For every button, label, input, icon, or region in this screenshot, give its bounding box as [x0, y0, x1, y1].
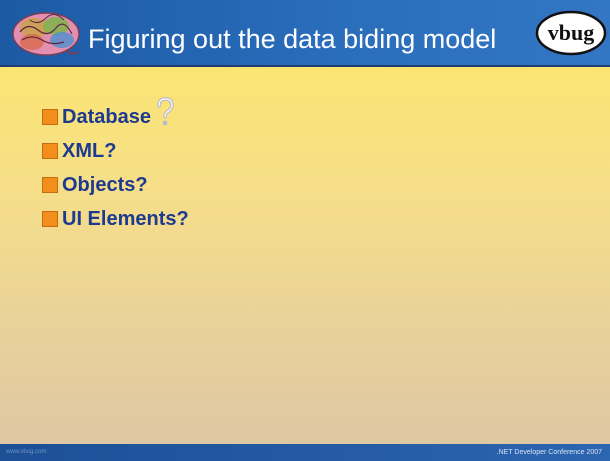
bullet-item-objects: Objects?: [42, 168, 189, 202]
footer-conference-text: .NET Developer Conference 2007: [496, 449, 602, 456]
bullet-list: Database XML? Objects? UI Elements?: [42, 97, 189, 236]
bullet-square-icon: [42, 143, 58, 159]
bullet-item-ui-elements: UI Elements?: [42, 202, 189, 236]
bullet-label: Database: [62, 105, 151, 128]
bullet-square-icon: [42, 211, 58, 227]
bullet-label: UI Elements?: [62, 207, 189, 230]
bullet-square-icon: [42, 177, 58, 193]
bullet-item-xml: XML?: [42, 134, 189, 168]
vbug-logo-text: vbug: [548, 20, 594, 45]
brain-logo-icon: [12, 12, 80, 56]
bullet-label: XML?: [62, 139, 117, 162]
header-divider: [0, 65, 610, 67]
footer-website-link[interactable]: www.vbug.com: [6, 449, 47, 455]
slide-header: Figuring out the data biding model vbug: [0, 0, 610, 65]
bullet-square-icon: [42, 109, 58, 125]
bullet-label: Objects?: [62, 173, 148, 196]
slide-footer: www.vbug.com .NET Developer Conference 2…: [0, 444, 610, 461]
slide-title: Figuring out the data biding model: [88, 24, 497, 54]
vbug-logo-icon: vbug: [535, 10, 607, 56]
question-mark-icon: [157, 97, 174, 126]
bullet-item-database: Database: [42, 97, 189, 134]
